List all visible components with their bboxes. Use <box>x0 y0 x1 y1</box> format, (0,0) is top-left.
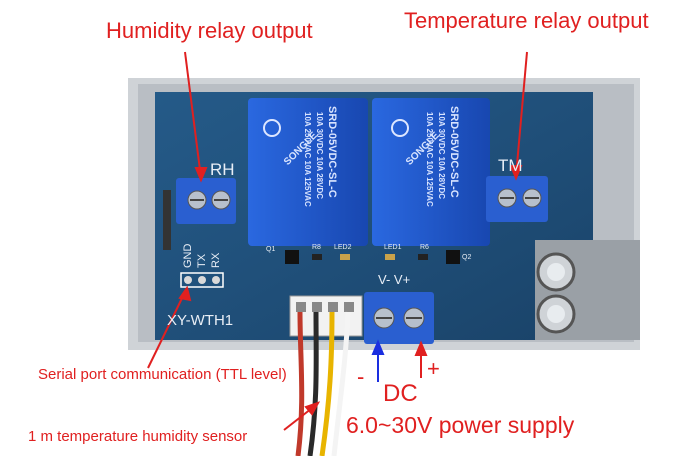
rx-pad <box>212 276 220 284</box>
relay-2-part: SRD-05VDC-SL-C <box>448 106 460 198</box>
r6-label: R6 <box>420 244 429 251</box>
r8-label: R8 <box>312 244 321 251</box>
rx-label: RX <box>210 252 222 268</box>
power-terminal <box>364 292 434 344</box>
tx-label: TX <box>196 253 208 268</box>
humidity-relay <box>248 98 368 246</box>
humidity-relay-annotation: Humidity relay output <box>106 18 313 43</box>
vin-label: V- V+ <box>378 272 411 287</box>
q1-transistor <box>285 250 299 264</box>
relay-1-rating-2: 10A 30VDC 10A 28VDC <box>315 112 324 200</box>
arrow-serial <box>147 289 187 369</box>
arrow-temperature <box>515 51 528 177</box>
gnd-pad <box>184 276 192 284</box>
temperature-terminal <box>486 176 548 222</box>
sensor-annotation: 1 m temperature humidity sensor <box>28 428 248 445</box>
temperature-relay-annotation: Temperature relay output <box>404 8 649 33</box>
power-supply-annotation: 6.0~30V power supply <box>346 412 575 438</box>
q2-transistor <box>446 250 460 264</box>
rh-label: RH <box>210 160 235 179</box>
sensor-wire-white <box>331 311 351 457</box>
dc-minus-annotation: - <box>357 364 365 389</box>
tx-pad <box>198 276 206 284</box>
q1-label: Q1 <box>266 246 276 253</box>
dc-annotation: DC <box>383 380 418 407</box>
led1-label: LED1 <box>384 244 402 251</box>
serial-port-annotation: Serial port communication (TTL level) <box>38 366 287 383</box>
relay-1-part: SRD-05VDC-SL-C <box>326 106 338 198</box>
arrow-humidity <box>184 51 202 179</box>
sensor-wire-black <box>307 311 319 457</box>
gnd-label: GND <box>182 243 194 268</box>
led2-label: LED2 <box>334 244 352 251</box>
relay-2-rating-2: 10A 30VDC 10A 28VDC <box>437 112 446 200</box>
q2-label: Q2 <box>462 254 472 261</box>
sensor-wire-yellow <box>319 311 335 457</box>
relay-1-rating-1: 10A 250VAC 10A 125VAC <box>303 112 312 207</box>
tm-label: TM <box>498 156 523 175</box>
sensor-wire-red <box>295 311 305 457</box>
relay-2-rating-1: 10A 250VAC 10A 125VAC <box>425 112 434 207</box>
model-label: XY-WTH1 <box>167 312 234 329</box>
dc-plus-annotation: + <box>427 356 440 381</box>
